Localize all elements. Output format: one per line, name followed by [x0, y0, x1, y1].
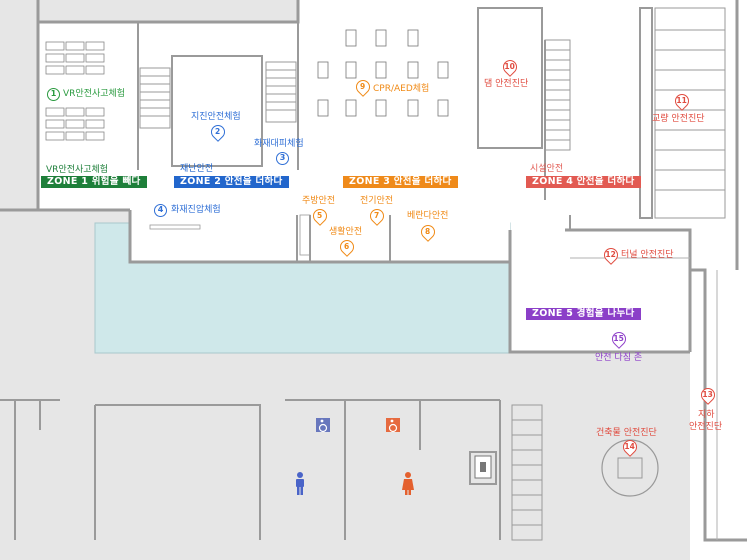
male-restroom-icon: [296, 472, 304, 495]
spot-3-marker[interactable]: 3: [276, 152, 289, 165]
spot-9-label: CPR/AED체험: [373, 84, 430, 94]
cpr-dummies: [317, 29, 449, 117]
spot-4-marker[interactable]: 4: [154, 204, 167, 217]
spot-15-number: 15: [613, 334, 624, 344]
spot-13-label-line1: 지하: [698, 410, 715, 420]
zone2-badge: ZONE 2 안전을 더하다: [174, 176, 289, 188]
walls: [0, 0, 747, 542]
spot-14-number: 14: [624, 442, 635, 452]
female-restroom-icon: [402, 472, 414, 495]
vr-seats: [45, 41, 105, 141]
spot-7-number: 7: [374, 211, 380, 221]
spot-7-label: 전기안전: [360, 196, 394, 206]
spot-13-label-line2: 안전진단: [689, 422, 723, 432]
stairs: [139, 7, 726, 541]
zone2-sub-label: 재난안전: [180, 164, 214, 174]
spot-11-label: 교량 안전진단: [652, 114, 705, 124]
spot-2-label: 지진안전체험: [191, 112, 241, 122]
spot-11-number: 11: [676, 96, 687, 106]
wheelchair-icon: [386, 418, 400, 433]
spot-12-number: 12: [605, 250, 616, 260]
spot-13-number: 13: [702, 390, 713, 400]
elevator-icon: [474, 455, 492, 479]
spot-1-label: VR안전사고체험: [63, 89, 126, 99]
spot-6-number: 6: [344, 242, 350, 252]
spot-10-label: 댐 안전진단: [484, 79, 529, 89]
spot-12-label: 터널 안전진단: [621, 250, 674, 260]
wheelchair-icon: [316, 418, 330, 433]
zone4-sub-label: 시설안전: [530, 164, 564, 174]
zone1-badge: ZONE 1 위험을 빼다: [41, 176, 147, 188]
spot-3-label: 화재대피체험: [254, 139, 304, 149]
spot-14-label: 건축물 안전진단: [596, 428, 657, 438]
spot-8-number: 8: [425, 227, 431, 237]
spot-4-label: 화재진압체험: [171, 205, 221, 215]
spot-6-label: 생활안전: [329, 227, 363, 237]
zone4-badge: ZONE 4 안전을 더하다: [526, 176, 641, 188]
spot-5-label: 주방안전: [302, 196, 336, 206]
zone1-sub-label: VR안전사고체험: [46, 165, 109, 175]
spot-10-number: 10: [504, 62, 515, 72]
spot-1-marker[interactable]: 1: [47, 88, 60, 101]
zone5-badge: ZONE 5 경험을 나누다: [526, 308, 641, 320]
spot-8-label: 베란다안전: [407, 211, 449, 221]
spot-9-number: 9: [360, 82, 366, 92]
spot-2-number: 2: [215, 127, 221, 137]
spot-5-number: 5: [317, 211, 323, 221]
zone3-badge: ZONE 3 안전을 더하다: [343, 176, 458, 188]
spot-15-label: 안전 다짐 존: [595, 353, 643, 363]
